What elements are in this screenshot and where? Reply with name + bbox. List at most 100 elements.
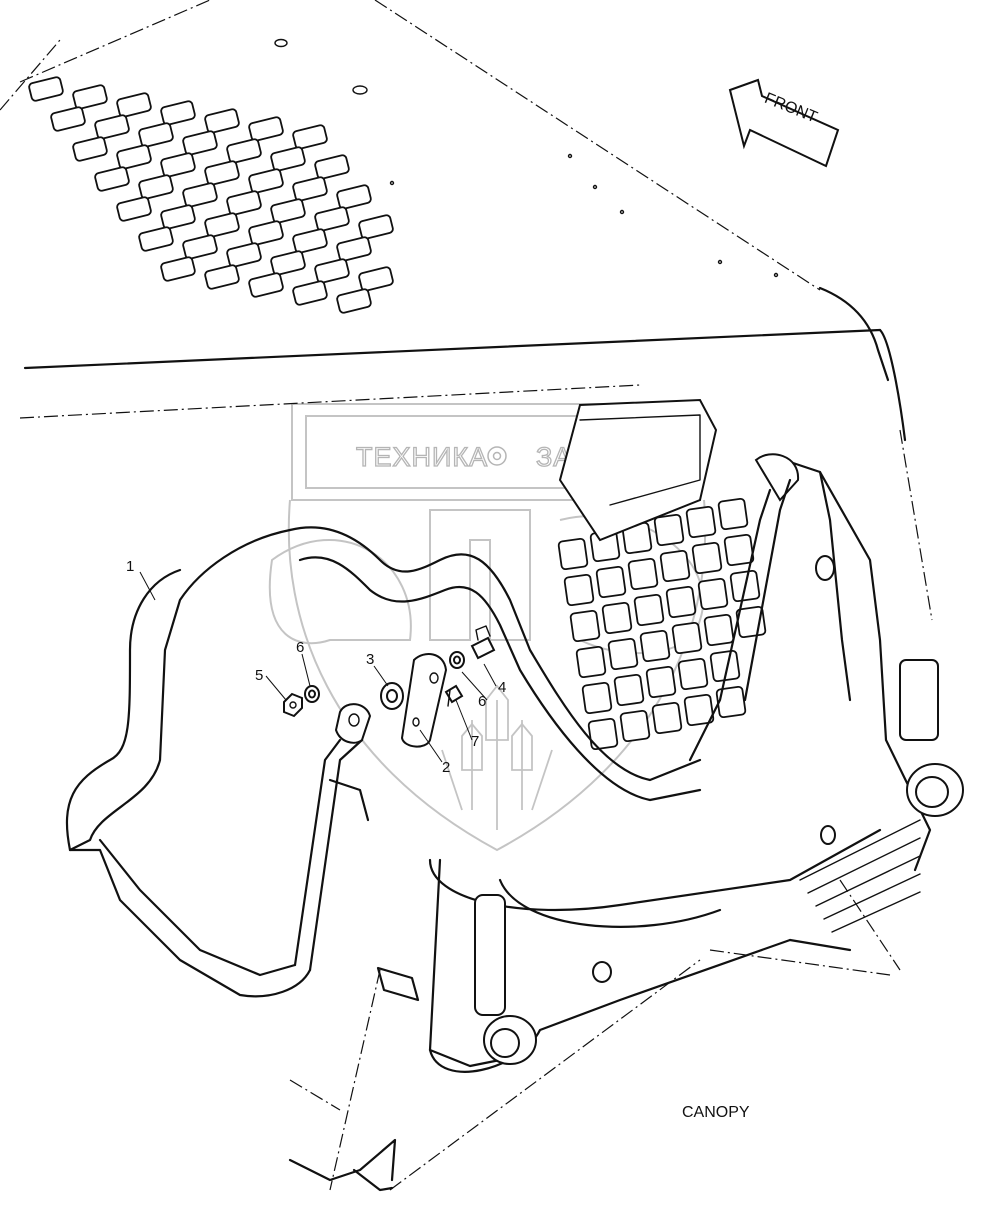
window-grid-cell <box>685 505 717 539</box>
roof-vent-slot <box>248 220 284 246</box>
roof-vent-slot <box>226 138 262 164</box>
callout-5: 5 <box>255 667 263 684</box>
callout-6-right: 6 <box>478 693 486 710</box>
window-grid-cell <box>723 533 755 567</box>
roof-vent-slot <box>160 152 196 178</box>
gear-icon <box>487 446 507 466</box>
roof-vent-slot <box>94 114 130 140</box>
roof-vent-slot <box>314 154 350 180</box>
window-grid-cell <box>645 665 677 699</box>
roof-vent-slot <box>358 214 394 240</box>
window-grid-cell <box>575 645 607 679</box>
roof-vent-slot <box>314 206 350 232</box>
roof-vent-slot <box>50 106 86 132</box>
bolt-part-7 <box>444 684 464 707</box>
window-grid-cell <box>659 549 691 583</box>
roof-vent-slot <box>226 190 262 216</box>
window-grid-cell <box>563 573 595 607</box>
roof-vent-slot <box>336 184 372 210</box>
roof-vent-slot <box>270 146 306 172</box>
pivot-bushing-lower <box>483 1015 537 1065</box>
roof-vent-slot <box>292 228 328 254</box>
roof-vent-slot <box>336 236 372 262</box>
wheat-emblem <box>441 684 553 830</box>
roof-vent-slot <box>72 136 108 162</box>
canopy-roof <box>0 0 933 621</box>
callout-7: 7 <box>471 733 479 750</box>
window-grid-cell <box>671 621 703 655</box>
nut-part-5 <box>283 692 303 718</box>
roof-vent-slot <box>138 226 174 252</box>
roof-vent-slot <box>270 250 306 276</box>
window-grid-cell <box>569 609 601 643</box>
window-grid-cell <box>619 709 651 743</box>
roof-vent-slot <box>226 242 262 268</box>
window-grid-cell <box>697 577 729 611</box>
roof-vent-slot <box>248 272 284 298</box>
window-grid-cell <box>683 693 715 727</box>
window-grid-cell <box>627 557 659 591</box>
callout-3: 3 <box>366 651 374 668</box>
roof-vent-slot <box>116 144 152 170</box>
callouts: 1 2 3 4 5 6 6 7 <box>126 558 506 776</box>
front-arrow: FRONT <box>728 78 840 168</box>
roof-vent-slot <box>204 108 240 134</box>
roof-vent-slot <box>94 166 130 192</box>
bolt-part-4 <box>470 625 496 660</box>
grab-handle-part-1 <box>65 526 702 998</box>
roof-vent-slot <box>160 256 196 282</box>
window-grid-cell <box>651 701 683 735</box>
pivot-bushing-upper <box>906 763 964 817</box>
cab-frame <box>288 460 964 1192</box>
callout-6-left: 6 <box>296 639 304 656</box>
roof-vent-slot <box>160 100 196 126</box>
roof-vent-slot <box>270 198 306 224</box>
washer-part-3 <box>380 682 404 710</box>
callout-4: 4 <box>498 679 506 696</box>
roof-vent-slot <box>314 258 350 284</box>
roof-vent-slot <box>28 76 64 102</box>
roof-vent-slot <box>72 84 108 110</box>
roof-vent-slot <box>248 168 284 194</box>
roof-vent-slot <box>160 204 196 230</box>
roof-holes <box>274 38 779 422</box>
roof-vent-slot <box>116 196 152 222</box>
canopy-label: CANOPY <box>682 1104 750 1121</box>
roof-vent-slot <box>292 124 328 150</box>
window-grid-cell <box>613 673 645 707</box>
washer-part-6-right <box>449 651 465 669</box>
upper-bracket <box>558 398 800 762</box>
watermark-left-word: ТЕХНИКА <box>356 442 488 472</box>
window-grid-cell <box>607 637 639 671</box>
roof-vent-slot <box>116 92 152 118</box>
window-grid-cell <box>709 649 741 683</box>
roof-vent-slot <box>204 212 240 238</box>
callout-1: 1 <box>126 558 134 575</box>
rear-window-grid <box>557 497 767 751</box>
roof-vent-slot <box>182 182 218 208</box>
window-grid-cell <box>715 685 747 719</box>
pivot-mount-left <box>334 703 372 744</box>
roof-vent-slot <box>358 266 394 292</box>
side-louvers <box>799 819 921 933</box>
roof-vent-slot <box>336 288 372 314</box>
window-grid-cell <box>595 565 627 599</box>
window-grid-cell <box>587 717 619 751</box>
leader-lines <box>139 571 497 763</box>
window-grid-cell <box>633 593 665 627</box>
roof-vent-slot <box>204 264 240 290</box>
roof-vent-slot <box>182 130 218 156</box>
window-grid-cell <box>677 657 709 691</box>
window-grid-cell <box>639 629 671 663</box>
roof-vent-slot <box>138 174 174 200</box>
bracket-part-2 <box>400 653 448 748</box>
window-grid-cell <box>653 513 685 547</box>
window-grid-cell <box>665 585 697 619</box>
window-grid-cell <box>691 541 723 575</box>
window-grid-cell <box>703 613 735 647</box>
roof-vent-slot <box>248 116 284 142</box>
roof-vent-slot <box>138 122 174 148</box>
window-grid-cell <box>557 537 589 571</box>
roof-vent-slot <box>292 176 328 202</box>
